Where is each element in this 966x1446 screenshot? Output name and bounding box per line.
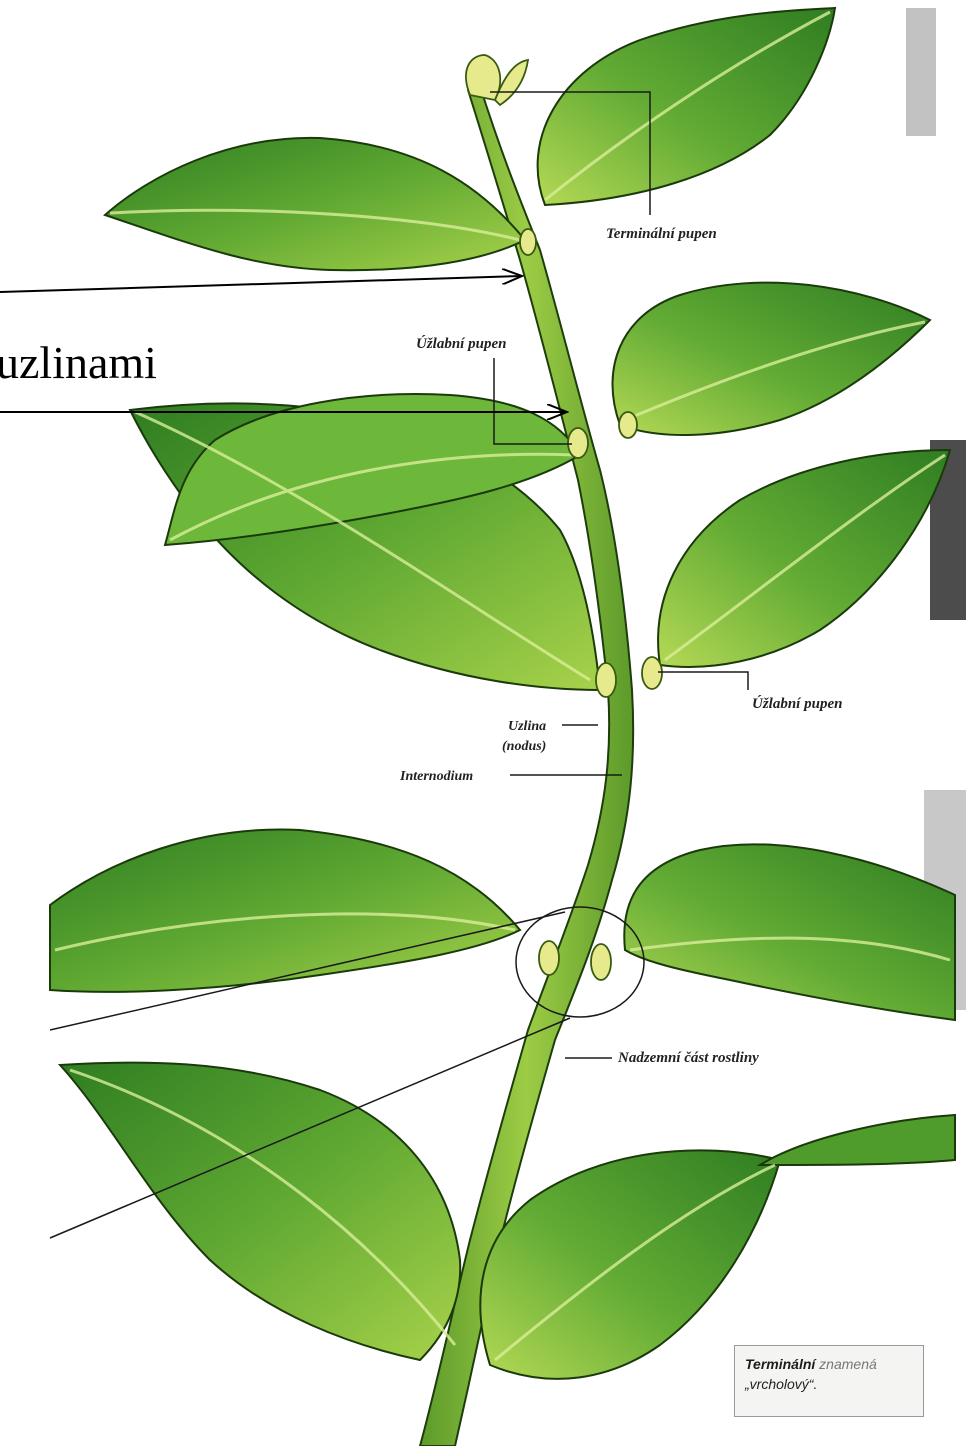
axillary-bud-top <box>520 229 536 255</box>
axillary-bud-upper-left <box>568 428 588 458</box>
label-axillary-bud-lower: Úžlabní pupen <box>752 695 842 712</box>
axillary-bud-mid-left <box>596 663 616 697</box>
label-internode: Internodium <box>399 769 473 784</box>
axillary-bud-mid-right <box>642 657 662 689</box>
label-node: Uzlina <box>508 719 546 734</box>
overlay-text: uzlinami <box>0 337 157 388</box>
note-box: Terminální znamená „vrcholový“. <box>734 1345 924 1417</box>
arrow-node <box>0 276 522 292</box>
leaf-lower-left <box>50 830 520 992</box>
note-verb: znamená <box>819 1356 877 1372</box>
leaf-far-right-bottom <box>760 1115 955 1165</box>
label-axillary-bud-upper: Úžlabní pupen <box>416 335 506 352</box>
label-terminal-bud: Terminální pupen <box>606 226 717 242</box>
leaf-top-right <box>538 8 835 205</box>
note-term: Terminální <box>745 1356 815 1372</box>
terminal-bud <box>466 55 500 100</box>
lead-axillary-lower <box>658 672 748 690</box>
note-meaning: „vrcholový“. <box>745 1376 817 1392</box>
label-aerial-part: Nadzemní část rostliny <box>617 1050 759 1066</box>
leaf-upper-right <box>613 283 931 435</box>
leaf-lower-right <box>624 844 955 1020</box>
scan-edge-top <box>906 8 936 136</box>
axillary-bud-lower-left <box>539 941 559 975</box>
label-node-latin: (nodus) <box>502 739 546 754</box>
axillary-bud-upper-right <box>619 412 637 438</box>
axillary-bud-lower-right <box>591 944 611 980</box>
leaf-bottom-left <box>60 1063 460 1360</box>
leaf-top-left <box>105 138 525 270</box>
